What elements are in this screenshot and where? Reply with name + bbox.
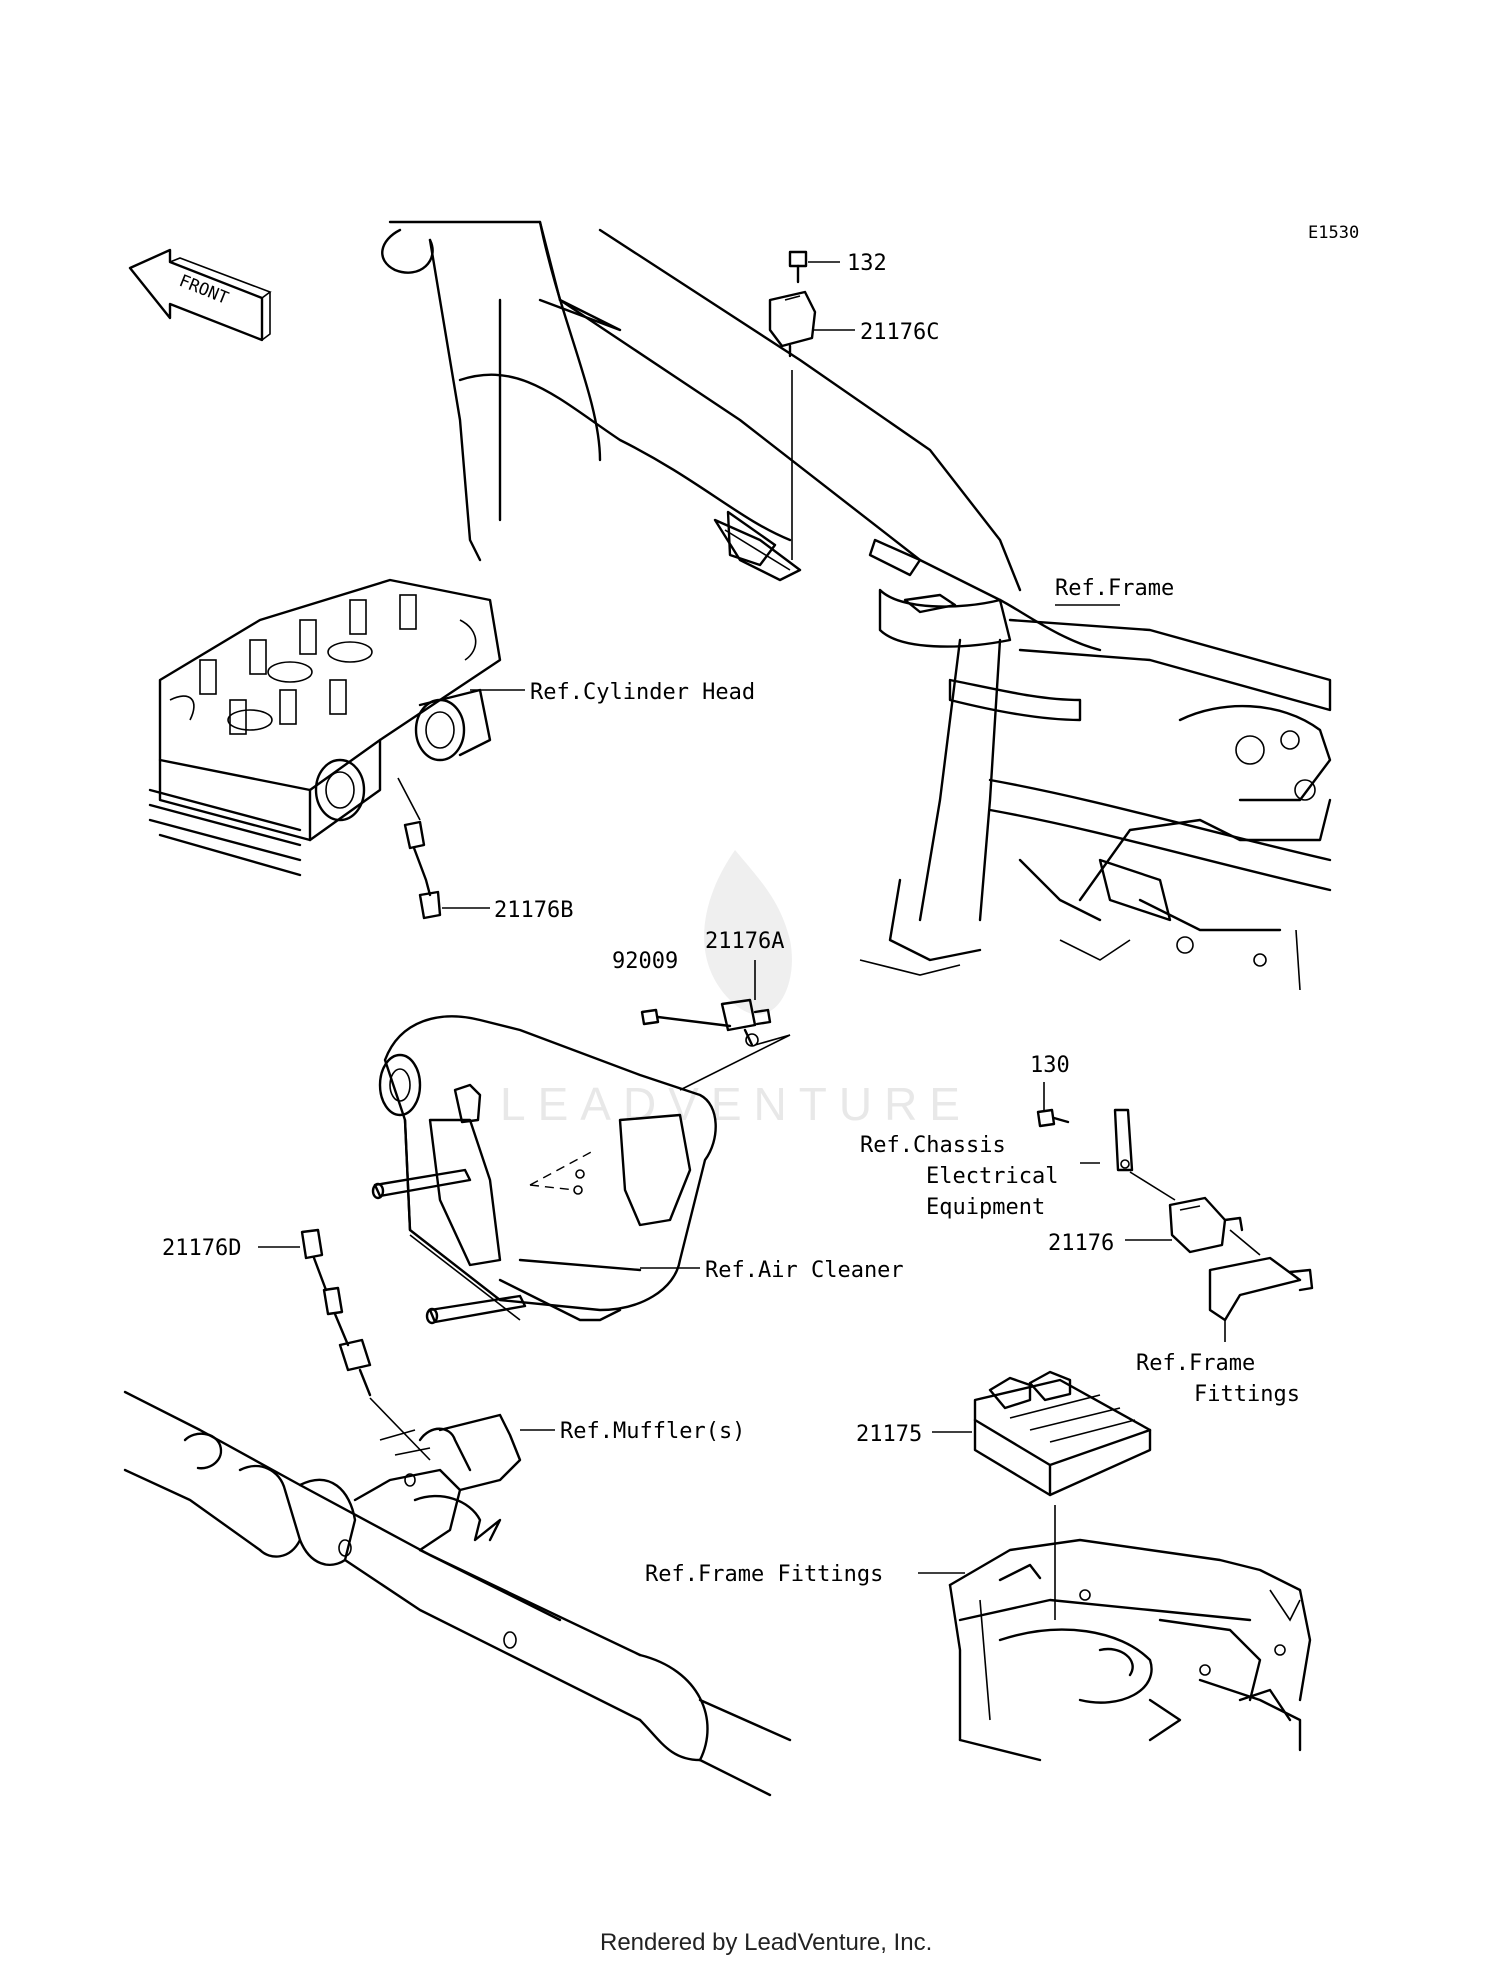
front-arrow-icon: FRONT xyxy=(128,248,272,342)
part-21175[interactable]: 21175 xyxy=(856,1370,1152,1620)
part-21176B[interactable]: 21176B xyxy=(397,777,573,923)
front-label: FRONT xyxy=(176,271,231,309)
air-cleaner-drawing xyxy=(371,1015,717,1325)
callout-ref-frame-fittings-bottom: Ref.Frame Fittings xyxy=(645,1562,883,1587)
diagram-code: E1530 xyxy=(1308,223,1359,243)
callout-21176D: 21176D xyxy=(162,1236,241,1261)
frame-fittings-drawing xyxy=(948,1538,1312,1762)
bracket-chassis xyxy=(1080,1108,1134,1172)
part-21176A[interactable]: 21176A xyxy=(679,929,791,1091)
callout-ref-cylinder-head: Ref.Cylinder Head xyxy=(530,680,755,705)
callout-ref-chassis-line3: Equipment xyxy=(926,1195,1045,1220)
cylinder-head-drawing xyxy=(148,578,502,877)
callout-132: 132 xyxy=(847,251,887,276)
part-92009[interactable]: 92009 xyxy=(612,949,732,1028)
callout-21175: 21175 xyxy=(856,1422,922,1447)
callout-ref-chassis-line1: Ref.Chassis xyxy=(860,1133,1006,1158)
callout-21176B: 21176B xyxy=(494,898,573,923)
callout-ref-air-cleaner: Ref.Air Cleaner xyxy=(705,1258,904,1283)
callout-ref-frame-fittings-line2: Fittings xyxy=(1194,1382,1300,1407)
footer-credit: Rendered by LeadVenture, Inc. xyxy=(600,1929,932,1956)
callout-ref-mufflers: Ref.Muffler(s) xyxy=(560,1419,745,1444)
callout-21176A: 21176A xyxy=(705,929,784,954)
part-132[interactable]: 132 xyxy=(788,250,887,284)
part-130[interactable]: 130 xyxy=(1030,1053,1070,1128)
callout-130: 130 xyxy=(1030,1053,1070,1078)
callout-21176: 21176 xyxy=(1048,1231,1114,1256)
watermark: LEADVENTURE xyxy=(500,850,972,1130)
callout-ref-chassis-line2: Electrical xyxy=(926,1164,1058,1189)
callout-21176C: 21176C xyxy=(860,320,939,345)
part-21176D[interactable]: 21176D xyxy=(162,1228,431,1461)
part-21176[interactable]: 21176 xyxy=(1048,1171,1314,1342)
callout-92009: 92009 xyxy=(612,949,678,974)
frame-drawing xyxy=(381,220,1332,991)
part-21176C[interactable]: 21176C xyxy=(768,290,939,560)
callout-ref-frame: Ref.Frame xyxy=(1055,576,1174,601)
muffler-drawing xyxy=(123,1390,792,1797)
callout-ref-frame-fittings-line1: Ref.Frame xyxy=(1136,1351,1255,1376)
watermark-text: LEADVENTURE xyxy=(500,1078,972,1130)
